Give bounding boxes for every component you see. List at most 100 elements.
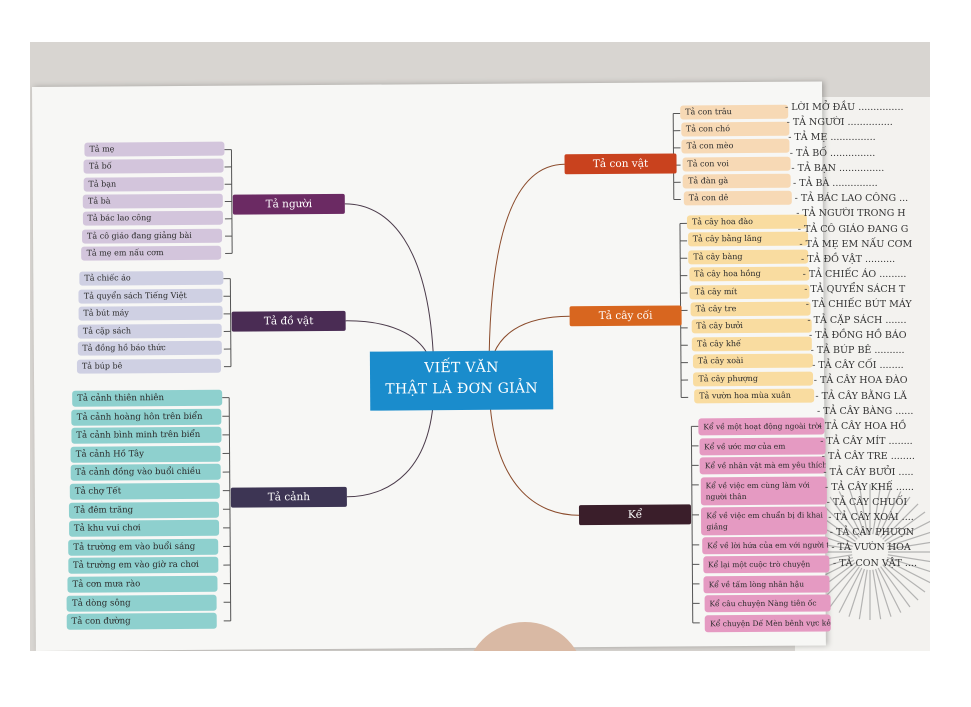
sun-ray (886, 531, 930, 548)
sun-ray (821, 503, 858, 540)
toc-item: - TẢ CÂY BÀNG ...... (817, 405, 914, 417)
ta-con-vat-item: Tả con voi (682, 156, 791, 172)
ta-con-vat-item: Tả con trâu (680, 104, 789, 120)
ta-do-vat-item: Tả đồng hồ báo thức (77, 341, 222, 357)
ta-canh-item: Tả cảnh đồng vào buổi chiều (70, 464, 221, 482)
toc-item: - TẢ NGƯỜI TRONG H (796, 208, 906, 220)
toc-item: - TẢ CÂY KHẾ ...... (825, 481, 914, 493)
sun-ray (877, 491, 902, 537)
ta-canh-item: Tả cơn mưa rào (67, 575, 218, 593)
toc-item: - TẢ MẸ ............... (788, 132, 876, 144)
ke-item: Kể câu chuyện Nàng tiên ốc (704, 594, 831, 613)
sun-ray (872, 569, 882, 620)
ta-do-vat-branch-label: Tả đồ vật (231, 310, 346, 332)
ke-branch-label: Kể (578, 504, 692, 526)
sun-ray (887, 541, 930, 550)
sun-ray (821, 564, 858, 601)
connector-line (346, 381, 435, 498)
ta-canh-item: Tả trường em vào buổi sáng (68, 538, 219, 556)
sun-ray (872, 484, 882, 535)
toc-item: - LỜI MỞ ĐẦU ............... (785, 102, 904, 113)
toc-item: - TẢ CẶP SÁCH ....... (807, 314, 907, 326)
toc-item: - TẢ BỐ ............... (789, 147, 876, 159)
sun-ray (885, 559, 930, 584)
sun-ray (829, 496, 860, 538)
connector-line (488, 163, 565, 381)
toc-item: - TẢ BẠN ............... (791, 162, 885, 174)
ke-item: Kể về tấm lòng nhân hậu (703, 574, 830, 593)
toc-item: - TẢ BÁC LAO CÔNG ... (794, 193, 909, 205)
ta-canh-item: Tả trường em vào giờ ra chơi (67, 557, 218, 575)
sun-ray (838, 491, 863, 537)
ta-con-vat-item: Tả con mèo (681, 139, 790, 154)
toc-item: - TẢ CÂY BƯỞI ..... (823, 466, 914, 478)
center-title-box: VIẾT VĂN THẬT LÀ ĐƠN GIẢN (369, 350, 554, 411)
ta-do-vat-item: Tả cặp sách (77, 323, 222, 339)
ta-con-vat-item: Tả đàn gà (683, 173, 792, 189)
ta-canh-item: Tả dòng sông (66, 594, 218, 612)
toc-item: - TẢ CÂY BẰNG LĂ (815, 390, 907, 402)
toc-item: - TẢ CÂY CỐI ........ (812, 360, 904, 372)
toc-item: - TẢ CHIẾC BÚT MÁY (805, 299, 912, 311)
ta-con-vat-item: Tả con chó (680, 121, 789, 137)
ta-nguoi-branch-label: Tả người (232, 193, 345, 215)
ta-do-vat-item: Tả búp bê (76, 358, 221, 374)
sun-ray (874, 487, 892, 536)
sun-ray (848, 568, 866, 617)
sun-ray (858, 484, 868, 535)
center-title-line1: VIẾT VĂN (424, 359, 499, 377)
ta-canh-item: Tả khu vui chơi (68, 519, 219, 537)
ta-con-vat-item: Tả con dê (683, 190, 792, 206)
ta-con-vat-branch-label: Tả con vật (564, 153, 677, 175)
toc-item: - TẢ NGƯỜI ............... (786, 117, 893, 129)
toc-item: - TẢ CÂY TRE ........ (821, 451, 915, 463)
sun-ray (877, 567, 902, 613)
ta-canh-item: Tả đêm trăng (69, 501, 220, 519)
ta-canh-item: Tả con đường (66, 612, 217, 630)
toc-item: - TẢ QUYỂN SÁCH T (804, 284, 906, 296)
ta-do-vat-item: Tả bút máy (78, 305, 223, 321)
ke-item: Kể chuyện Dế Mèn bênh vực kẻ yếu (705, 613, 832, 632)
toc-item: - TẢ CÂY CHUỐI (826, 496, 908, 508)
toc-item: - TẢ MẸ EM NẤU CƠM (799, 238, 913, 250)
sun-ray (886, 556, 930, 573)
connector-line (344, 203, 435, 382)
sun-ray (882, 564, 919, 601)
toc-list: - LỜI MỞ ĐẦU ............... - TẢ NGƯỜI .… (785, 100, 925, 571)
toc-item: - TẢ CÂY HOA ĐÀO (813, 375, 908, 387)
ta-nguoi-item: Tả bạn (83, 176, 224, 192)
ta-nguoi-item: Tả bác lao công (82, 210, 223, 226)
ta-nguoi-item: Tả bà (82, 193, 224, 209)
sun-ray (858, 569, 868, 620)
ta-do-vat-item: Tả chiếc áo (79, 270, 224, 286)
ta-canh-item: Tả cảnh bình minh trên biển (71, 426, 222, 444)
ta-nguoi-item: Tả mẹ em nấu cơm (81, 245, 222, 261)
toc-item: - TẢ VƯỜN HOA (831, 542, 911, 554)
sun-ray (885, 520, 930, 545)
toc-item: - TẢ ĐỒ VẬT .......... (801, 253, 896, 265)
ta-canh-branch-label: Tả cảnh (230, 486, 347, 508)
toc-item: - TẢ CÔ GIÁO ĐANG G (797, 223, 909, 235)
ta-cay-coi-branch-label: Tả cây cối (569, 305, 682, 327)
toc-item: - TẢ ĐỒNG HỒ BÁO (809, 329, 907, 341)
ta-nguoi-item: Tả cô giáo đang giảng bài (81, 228, 223, 244)
toc-item: - TẢ CHIẾC ÁO ......... (802, 269, 907, 281)
center-title-line2: THẬT LÀ ĐƠN GIẢN (385, 380, 539, 398)
sun-ray (880, 496, 911, 538)
sun-ray (880, 566, 911, 608)
sun-ray (884, 511, 926, 542)
sun-ray (829, 566, 860, 608)
toc-item: - TẢ CÂY PHƯỢN (829, 527, 915, 539)
toc-item: - TẢ CÂY HOA HỒ (818, 420, 907, 432)
ta-nguoi-item: Tả bố (83, 158, 224, 174)
toc-item: - TẢ CÂY XOÀI .... (828, 512, 914, 524)
connector-line (488, 380, 580, 516)
sun-ray (874, 568, 892, 617)
connector-line (229, 278, 232, 367)
ta-canh-item: Tả cảnh thiên nhiên (72, 389, 223, 407)
sun-ray (882, 503, 919, 540)
ta-canh-item: Tả cảnh hoàng hôn trên biển (71, 408, 222, 426)
sun-ray (838, 567, 863, 613)
